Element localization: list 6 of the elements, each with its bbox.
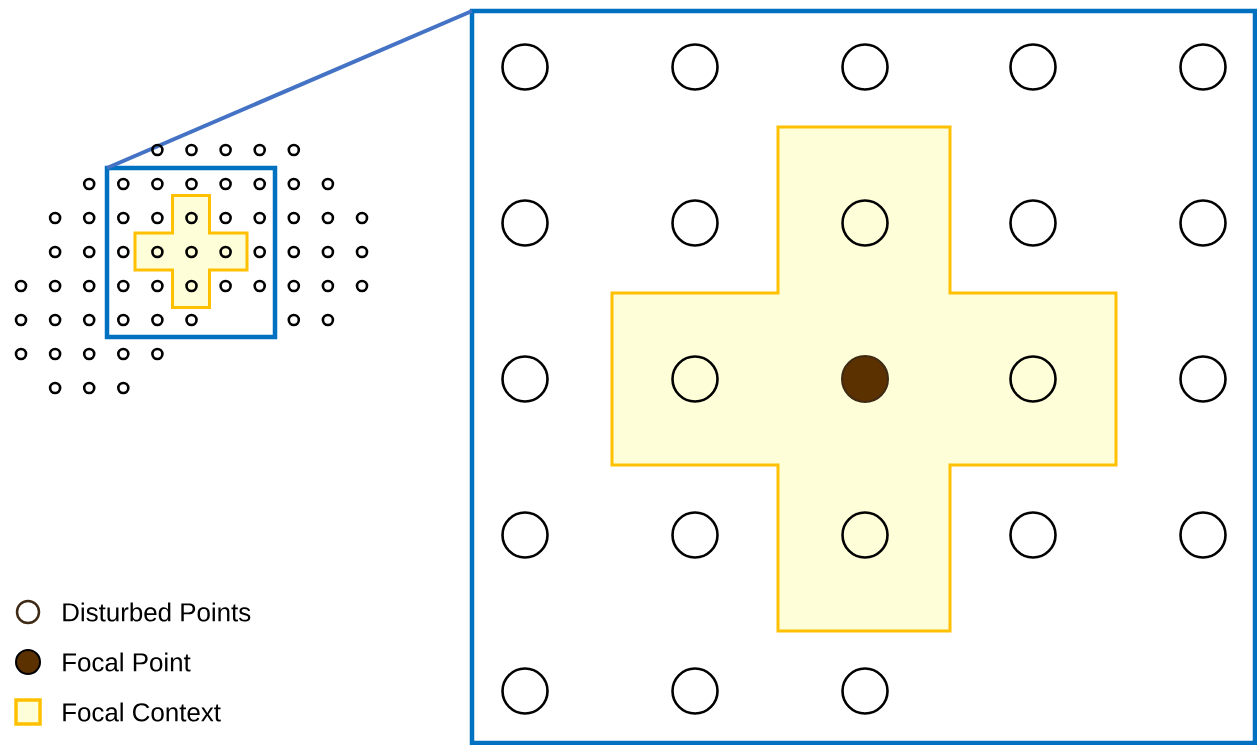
legend-label: Focal Context — [63, 702, 221, 722]
legend-label: Focal Point — [63, 652, 191, 672]
leader-line — [106, 9, 473, 170]
legend-label: Disturbed Points — [63, 602, 251, 622]
zoom-frame — [469, 8, 1257, 745]
zoom-frame — [104, 165, 278, 340]
